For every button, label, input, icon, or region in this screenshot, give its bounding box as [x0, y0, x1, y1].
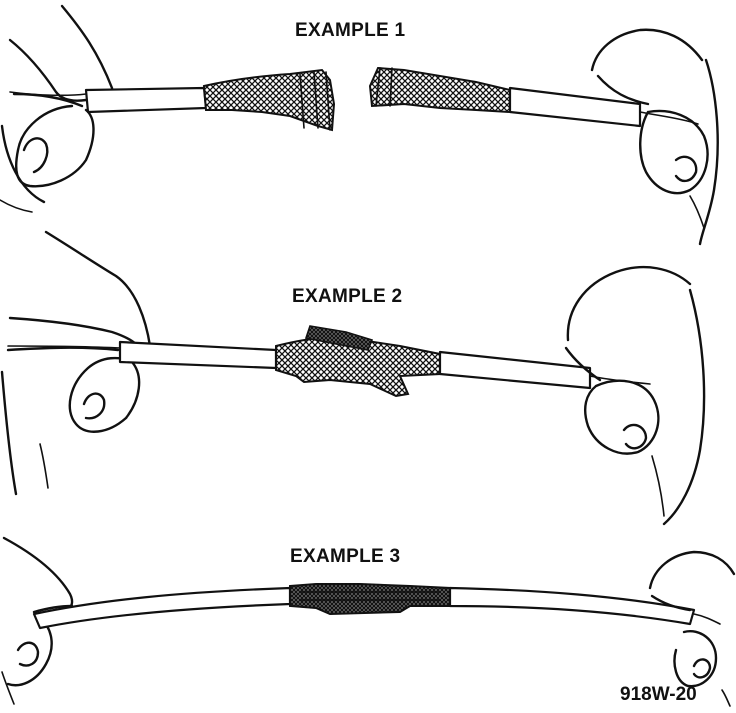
left-hand-1: [0, 4, 114, 213]
example-2-label: EXAMPLE 2: [292, 286, 403, 307]
example-1-label: EXAMPLE 1: [295, 20, 406, 41]
spliced-wire-3: [32, 583, 721, 630]
right-wire-1: [368, 66, 699, 128]
right-hand-2: [564, 265, 706, 526]
example-3-drawing: [1, 536, 736, 707]
spliced-wire-2: [7, 325, 651, 398]
example-1-drawing: [0, 4, 719, 246]
left-hand-2: [0, 230, 152, 496]
example-2-drawing: [0, 230, 706, 526]
right-hand-1: [590, 28, 719, 246]
figure-code: 918W-20: [620, 684, 697, 705]
right-hand-3: [648, 550, 736, 707]
left-wire-1: [9, 68, 336, 132]
example-3-label: EXAMPLE 3: [290, 546, 401, 567]
